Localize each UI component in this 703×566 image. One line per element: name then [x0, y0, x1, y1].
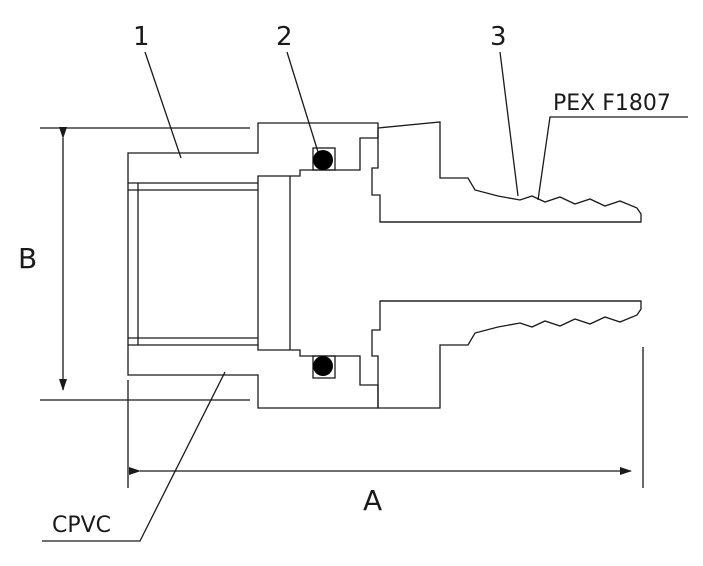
o-ring-lower — [312, 355, 336, 379]
dimension-a: A — [127, 347, 644, 517]
callout-3-label: 3 — [490, 22, 507, 52]
callout-1-label: 1 — [133, 22, 150, 52]
dimension-a-label: A — [363, 484, 382, 517]
callout-cpvc: CPVC — [42, 371, 226, 542]
pex-insert-body — [371, 121, 642, 409]
callout-2: 2 — [276, 22, 319, 153]
callout-pex: PEX F1807 — [537, 91, 688, 201]
o-ring-upper — [312, 147, 336, 171]
pex-label: PEX F1807 — [553, 91, 671, 116]
dimension-b: B — [18, 127, 250, 401]
dimension-b-label: B — [18, 242, 37, 275]
cpvc-label: CPVC — [52, 513, 111, 538]
callout-2-label: 2 — [276, 22, 293, 52]
callout-1: 1 — [133, 22, 182, 159]
cpvc-socket — [127, 122, 379, 409]
callout-3: 3 — [490, 22, 519, 197]
